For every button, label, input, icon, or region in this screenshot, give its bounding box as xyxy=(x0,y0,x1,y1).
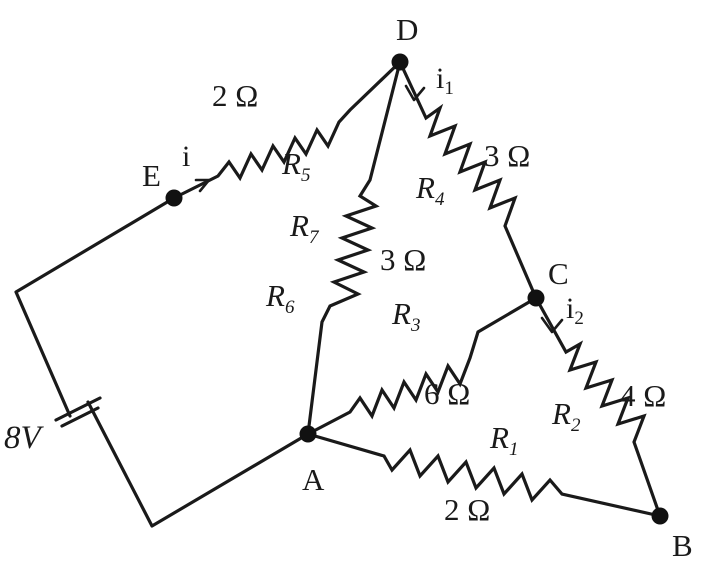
node-label-c: C xyxy=(548,256,569,291)
value-label-r2: 4 Ω xyxy=(620,378,666,413)
node-e-dot xyxy=(165,189,183,207)
value-label-r5: 2 Ω xyxy=(212,78,258,113)
node-b-dot xyxy=(651,507,669,525)
current-label-i1: i1 xyxy=(436,62,454,99)
resistor-label-r2: R2 xyxy=(551,396,581,436)
current-i1-name: i xyxy=(436,62,444,95)
node-label-b: B xyxy=(672,528,693,563)
current-label-i: i xyxy=(182,140,190,173)
r6-sub: 6 xyxy=(285,297,295,318)
r4-name: R xyxy=(415,170,435,205)
r1-sub: 1 xyxy=(509,439,519,460)
source-label: 8V xyxy=(4,420,45,456)
resistor-label-r3: R3 xyxy=(391,296,420,336)
resistor-label-r7: R7 xyxy=(289,208,320,248)
current-arrow-i2 xyxy=(540,316,564,334)
r3-sub: 3 xyxy=(410,315,421,336)
r5-name: R xyxy=(281,146,301,181)
battery-plate-long xyxy=(54,396,102,422)
resistor-label-r1: R1 xyxy=(489,420,518,460)
node-c-dot xyxy=(527,289,545,307)
r7-name: R xyxy=(289,208,309,243)
current-i1-sub: 1 xyxy=(444,78,454,99)
wire-e-to-left xyxy=(14,196,176,418)
node-d-dot xyxy=(391,53,409,71)
resistor-r4 xyxy=(398,60,538,300)
resistor-r1 xyxy=(306,432,662,518)
resistor-label-r5: R5 xyxy=(281,146,310,186)
value-label-r3: 6 Ω xyxy=(424,376,470,411)
node-label-d: D xyxy=(396,12,418,47)
value-label-r7: 3 Ω xyxy=(380,242,426,277)
r2-name: R xyxy=(551,396,571,431)
r5-sub: 5 xyxy=(301,165,311,186)
r4-sub: 4 xyxy=(435,189,445,210)
wire-battery-to-a xyxy=(86,400,310,528)
current-i2-name: i xyxy=(566,292,574,325)
value-label-r4: 3 Ω xyxy=(484,138,530,173)
current-label-i2: i2 xyxy=(566,292,584,329)
r7-sub: 7 xyxy=(309,227,320,248)
current-arrow-i1 xyxy=(404,84,426,102)
current-i2-sub: 2 xyxy=(574,308,584,329)
resistor-r7 xyxy=(306,60,402,436)
r6-name: R xyxy=(265,278,285,313)
r2-sub: 2 xyxy=(571,415,581,436)
resistor-r3 xyxy=(306,296,538,436)
r3-name: R xyxy=(391,296,411,331)
current-arrow-i xyxy=(194,178,211,193)
resistor-label-r4: R4 xyxy=(415,170,445,210)
battery-plate-short xyxy=(60,406,100,428)
node-label-e: E xyxy=(142,158,161,193)
r1-name: R xyxy=(489,420,509,455)
value-label-r1: 2 Ω xyxy=(444,492,490,527)
resistor-r5 xyxy=(172,60,402,200)
node-label-a: A xyxy=(302,462,325,497)
resistor-label-r6: R6 xyxy=(265,278,295,318)
node-a-dot xyxy=(299,425,317,443)
resistor-r2 xyxy=(534,296,662,518)
